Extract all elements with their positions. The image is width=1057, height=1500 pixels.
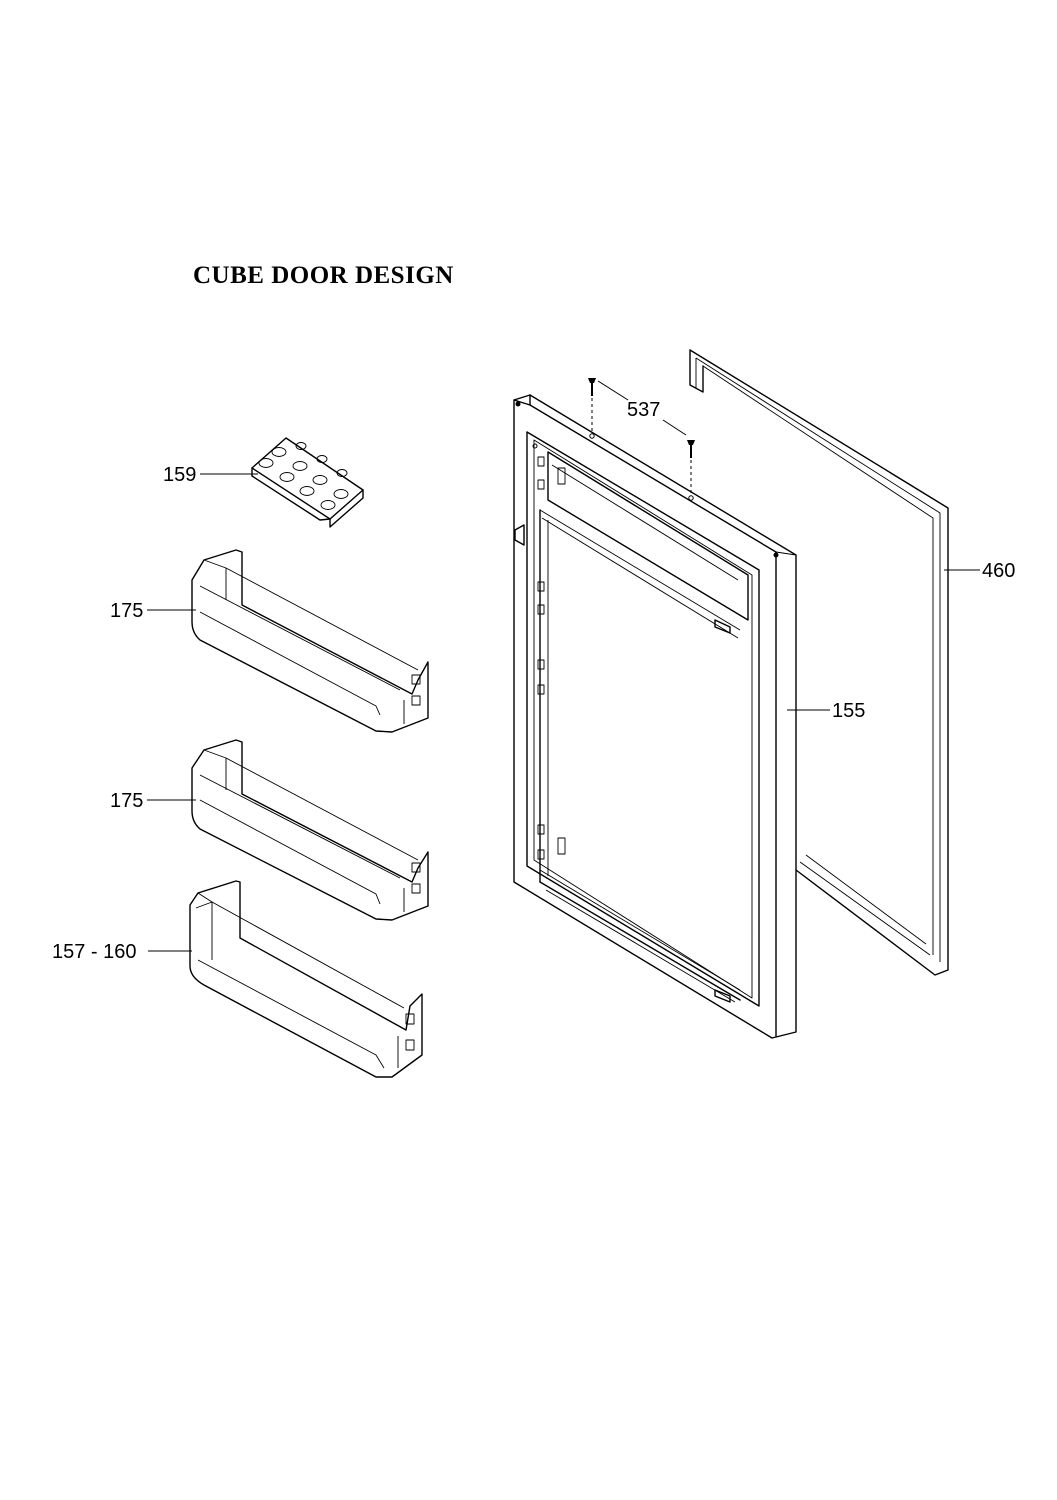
egg-tray (251, 437, 364, 528)
screws (588, 378, 695, 494)
callout-175-lower: 175 (110, 790, 143, 812)
callout-155: 155 (832, 700, 865, 722)
callout-460: 460 (982, 560, 1015, 582)
callout-157-160: 157 - 160 (52, 941, 137, 963)
door-gasket (689, 349, 949, 976)
large-shelf (189, 880, 423, 1078)
door-panel (513, 394, 797, 1039)
diagram-title: CUBE DOOR DESIGN (193, 262, 454, 289)
callout-537: 537 (627, 399, 660, 421)
callout-175-upper: 175 (110, 600, 143, 622)
callout-159: 159 (163, 464, 196, 486)
bottle-shelf-2 (191, 739, 429, 921)
bottle-shelf-1 (191, 549, 429, 733)
